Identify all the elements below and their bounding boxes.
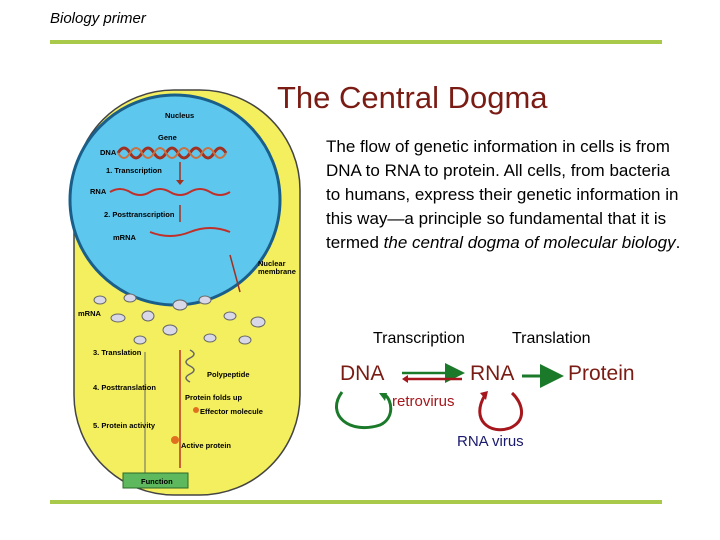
mrna-strand-inside — [149, 227, 231, 237]
rna-replication-loop — [478, 391, 523, 432]
label-step5: 5. Protein activity — [93, 421, 156, 430]
label-mrna-outside: mRNA — [78, 309, 102, 318]
dogma-flow-diagram — [335, 363, 564, 432]
label-protein-folds: Protein folds up — [185, 393, 243, 402]
label-rna: RNA — [90, 187, 107, 196]
rna-to-dna-arrowhead — [402, 375, 408, 383]
label-active-protein: Active protein — [181, 441, 231, 450]
header-subtitle: Biology primer — [50, 10, 146, 27]
label-function: Function — [141, 477, 173, 486]
dna-replication-arrowhead — [379, 393, 387, 401]
translation-label: Translation — [512, 330, 591, 347]
rna-virus-label: RNA virus — [457, 433, 524, 450]
label-step1: 1. Transcription — [106, 166, 162, 175]
label-step3: 3. Translation — [93, 348, 142, 357]
description-paragraph: The flow of genetic information in cells… — [326, 135, 686, 255]
function-box — [122, 472, 189, 489]
rna-node: RNA — [470, 362, 515, 385]
label-nuclear: Nuclear — [258, 259, 286, 268]
rna-replication-arrowhead — [480, 391, 488, 400]
transcription-label: Transcription — [373, 330, 465, 347]
label-step4: 4. Posttranslation — [93, 383, 156, 392]
active-protein-dot — [171, 436, 179, 444]
top-divider — [50, 40, 662, 44]
effector-molecule-dot — [193, 407, 199, 413]
label-polypeptide: Polypeptide — [207, 370, 250, 379]
slide-title: The Central Dogma — [277, 80, 548, 115]
label-membrane: membrane — [258, 267, 296, 276]
rna-strand — [109, 188, 231, 196]
protein-node: Protein — [568, 362, 635, 385]
label-step2: 2. Posttranscription — [104, 210, 175, 219]
transcription-arrowhead — [176, 180, 184, 185]
paragraph-end: . — [675, 233, 681, 252]
label-nucleus: Nucleus — [165, 111, 194, 120]
nucleus-membrane — [68, 93, 282, 307]
bottom-divider — [50, 500, 662, 504]
dna-helix-strand — [117, 147, 227, 159]
rna-virus-text: RNA virus — [457, 433, 524, 450]
label-effector: Effector molecule — [200, 407, 263, 416]
label-dna: DNA — [100, 148, 117, 157]
cell-diagram: Nucleus Gene DNA 1. Transcription RNA 2.… — [68, 89, 301, 496]
dna-node: DNA — [340, 362, 385, 385]
dna-helix — [116, 146, 228, 160]
label-mrna-inside: mRNA — [113, 233, 137, 242]
retrovirus-label: retrovirus — [392, 393, 455, 410]
ribosomes — [93, 293, 266, 345]
export-arrow — [229, 254, 241, 293]
paragraph-text: The flow of genetic information in cells… — [326, 137, 679, 252]
dna-replication-loop — [335, 391, 393, 430]
paragraph-emphasis: the central dogma of molecular biology — [383, 233, 676, 252]
polypeptide-coil — [185, 349, 195, 383]
label-gene: Gene — [158, 133, 177, 142]
